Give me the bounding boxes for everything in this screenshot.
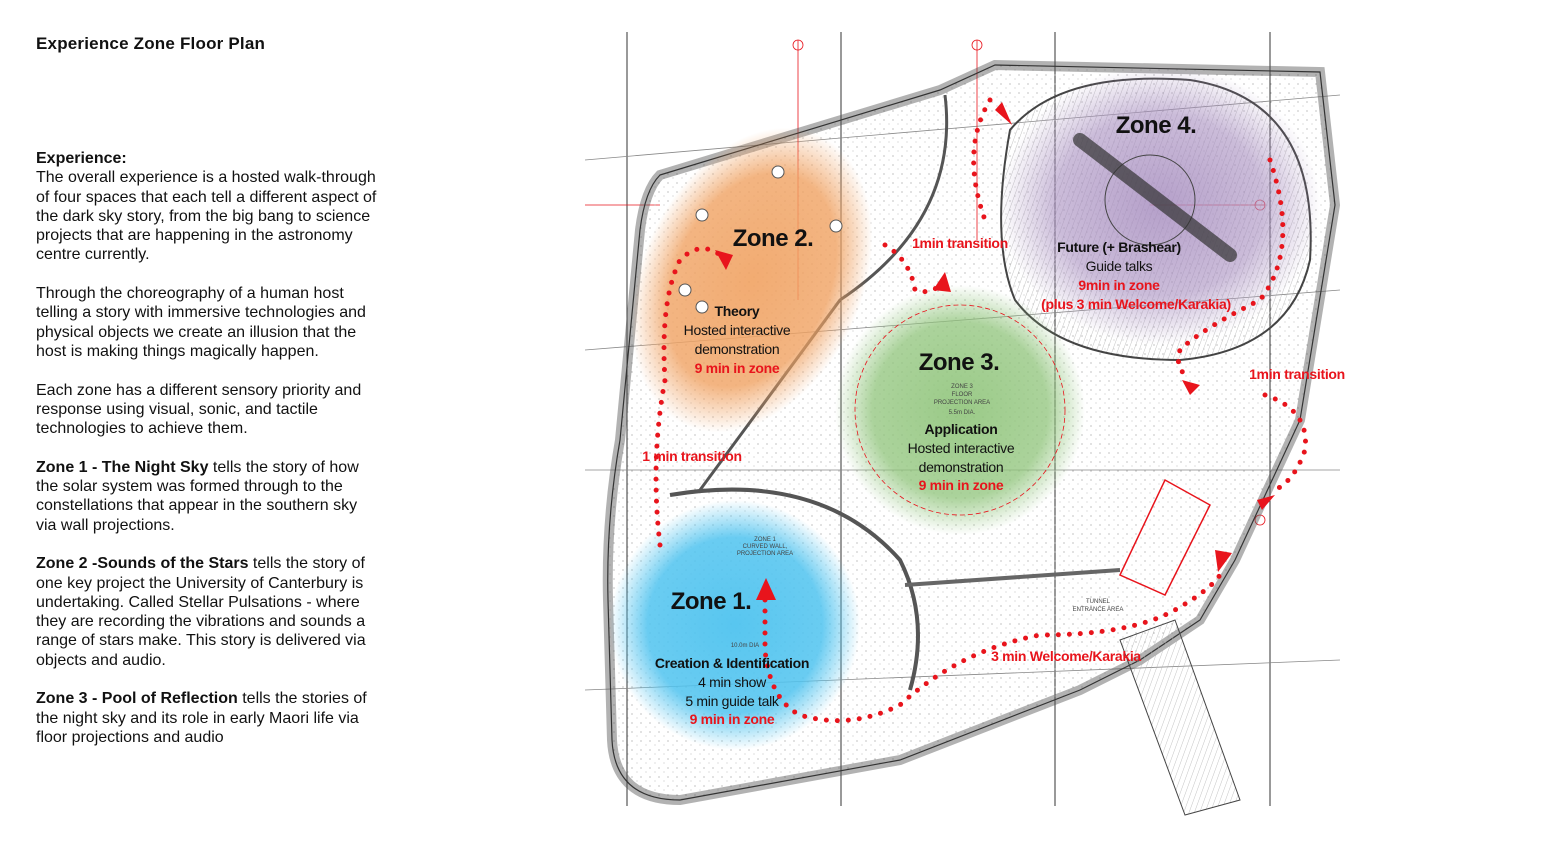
choreography-paragraph: Through the choreography of a human host… [36,285,366,360]
tunnel-door [1118,478,1211,596]
description-column: Experience: The overall experience is a h… [36,149,381,767]
zone4-time: 9min in zone [1078,277,1160,293]
route-arrows [715,102,1275,600]
zone1-theme: Creation & Identification [655,655,809,671]
arrow-icon [715,250,733,270]
arrow-icon [933,272,951,292]
outline-inner [607,64,1336,801]
zone2-time: 9 min in zone [695,360,780,376]
zone1-title: Zone 1. [671,588,752,615]
telescope-base [1104,154,1196,246]
visitor-route [653,97,1308,724]
zone3-text: tells the stories of the night sky and i… [36,690,367,746]
zone1-note: CURVED WALL, [743,544,788,550]
tunnel-note: TUNNEL [1086,599,1111,605]
zone1-paragraph: Zone 1 - The Night Sky tells the story o… [36,458,381,535]
arrow-icon [1215,550,1232,572]
experience-text: The overall experience is a hosted walk-… [36,169,377,264]
zone3-paragraph: Zone 3 - Pool of Reflection tells the st… [36,689,381,747]
zone1-area [610,500,860,750]
corridor-wall [904,568,1121,587]
zone2-text: tells the story of one key project the U… [36,555,366,669]
transition-label-zone1-2: 1 min transition [642,448,741,464]
welcome-label: 3 min Welcome/Karakia [991,648,1141,664]
telescope-icon [1073,133,1237,262]
zone2-theme: Theory [715,303,760,319]
zone2-area [631,127,873,433]
zone2-line2: demonstration [695,341,780,357]
zone1-note: ZONE 1 [754,537,776,543]
zone3-title: Zone 3. [919,349,1000,376]
exhibit-objects [678,165,843,314]
zone3-time: 9 min in zone [919,477,1004,493]
zone1-curved-wall [669,487,920,691]
zone3-line1: Hosted interactive [908,440,1015,456]
arrow-icon [1257,495,1275,510]
zone2-lead: Zone 2 -Sounds of the Stars [36,555,249,573]
sensory-paragraph: Each zone has a different sensory priori… [36,381,362,438]
arrow-icon [1182,380,1200,395]
zone3-lead: Zone 3 - Pool of Reflection [36,690,238,708]
zone4-extra: (plus 3 min Welcome/Karakia) [1041,296,1231,312]
zone2-paragraph: Zone 2 -Sounds of the Stars tells the st… [36,554,381,670]
zone1-line2: 5 min guide talk [685,693,780,709]
zone4-title: Zone 4. [1116,112,1197,139]
zone3-note: 5.5m DIA. [949,410,976,416]
zone3-note: FLOOR [952,392,973,398]
experience-paragraph: Experience: The overall experience is a h… [36,149,381,265]
zone4-line1: Guide talks [1086,258,1153,274]
zone3-projection-circle [854,304,1066,516]
zone3-area [835,285,1085,535]
arrow-icon [756,578,776,600]
page-title: Experience Zone Floor Plan [36,34,266,53]
zone3-note: ZONE 3 [951,384,973,390]
zone1-note: PROJECTION AREA [737,551,793,557]
arrow-icon [995,102,1012,125]
tunnel-note: ENTRANCE AREA [1073,607,1124,613]
zone1-text: tells the story of how the solar system … [36,458,359,534]
zone3-theme: Application [925,421,998,437]
zone1-diameter: 10.0m DIA [731,643,759,649]
transition-label-zone2-3: 1min transition [912,235,1008,251]
zone2-line1: Hosted interactive [684,322,791,338]
zone2-title: Zone 2. [733,225,814,252]
zone3-line2: demonstration [919,459,1004,475]
zone4-theme: Future (+ Brashear) [1057,239,1181,255]
zone1-lead: Zone 1 - The Night Sky [36,458,209,476]
zone3-note: PROJECTION AREA [934,400,990,406]
zone1-time: 9 min in zone [690,711,775,727]
experience-heading: Experience: [36,150,127,167]
tunnel-ramp [1119,619,1241,816]
transition-label-zone4-exit: 1min transition [1249,366,1345,382]
zone1-line1: 4 min show [698,674,767,690]
